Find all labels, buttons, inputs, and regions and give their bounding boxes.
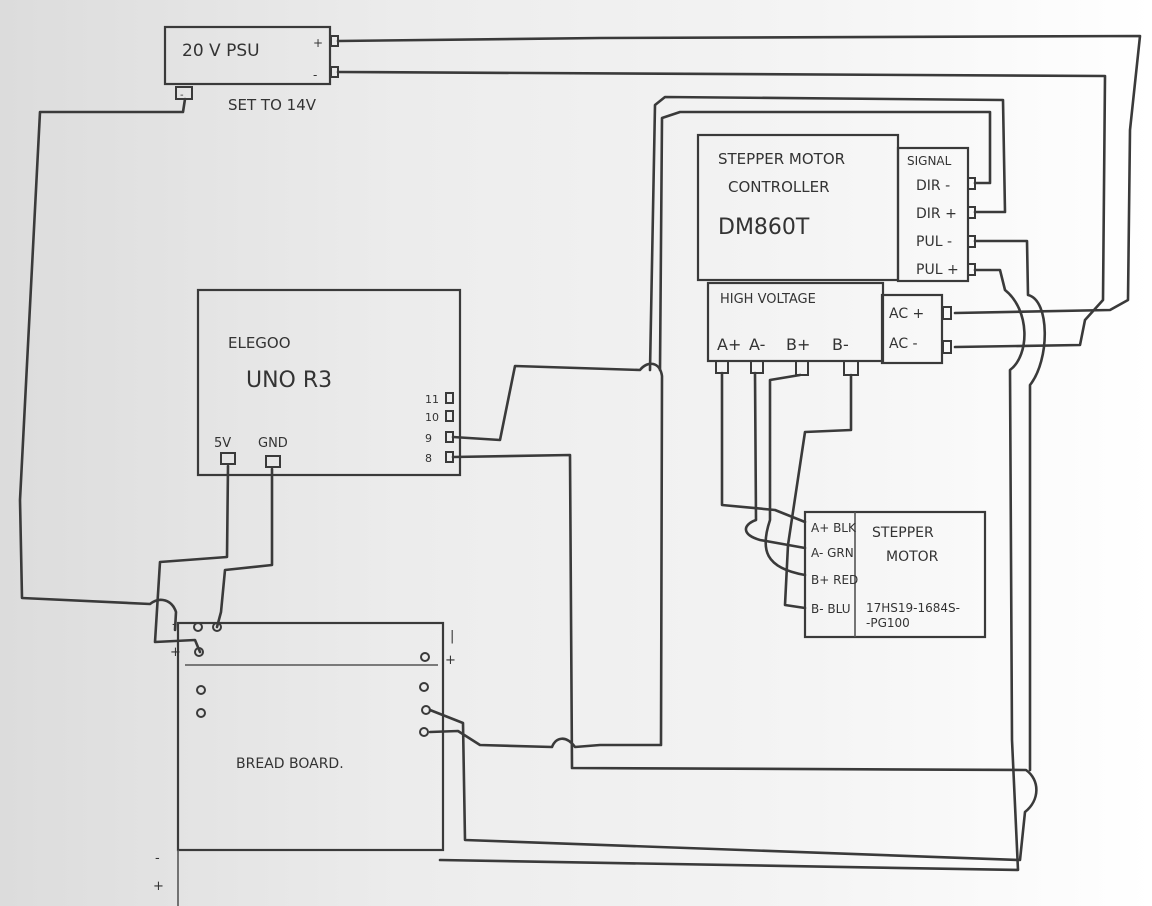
controller-line1: STEPPER MOTOR bbox=[718, 150, 845, 168]
arduino-line2: UNO R3 bbox=[246, 368, 332, 393]
motor-line1: STEPPER bbox=[872, 525, 934, 541]
wire-motor-b-plus bbox=[764, 373, 807, 577]
controller-ac-plus: AC + bbox=[889, 306, 924, 322]
psu-ground-label: - bbox=[180, 90, 184, 101]
controller-hv-header: HIGH VOLTAGE bbox=[720, 292, 816, 307]
breadboard-block: BREAD BOARD. - + | + - + bbox=[153, 617, 456, 906]
controller-signal-pul-minus: PUL - bbox=[916, 234, 952, 250]
wire-pin-8 bbox=[428, 453, 1038, 862]
psu-title: 20 V PSU bbox=[182, 41, 260, 61]
wire-dir-minus bbox=[658, 110, 992, 372]
terminal-a-minus bbox=[750, 360, 764, 374]
wire-motor-a-minus bbox=[744, 371, 807, 550]
terminal-a-plus bbox=[715, 360, 729, 374]
arduino-pin-10: 10 bbox=[425, 411, 439, 424]
arduino-line1: ELEGOO bbox=[228, 334, 291, 352]
terminal-b-minus bbox=[843, 360, 859, 376]
psu-note: SET TO 14V bbox=[228, 96, 317, 114]
controller-pin-b-minus: B- bbox=[832, 335, 849, 354]
motor-wire-a-plus: A+ BLK bbox=[811, 521, 857, 535]
motor-block: STEPPER MOTOR 17HS19-1684S- -PG100 A+ BL… bbox=[803, 510, 987, 639]
motor-wire-b-minus: B- BLU bbox=[811, 602, 850, 616]
controller-pin-a-plus: A+ bbox=[717, 335, 741, 354]
psu-block: 20 V PSU + - - SET TO 14V bbox=[163, 25, 339, 114]
controller-block: STEPPER MOTOR CONTROLLER DM860T SIGNAL D… bbox=[696, 133, 976, 376]
controller-signal-header: SIGNAL bbox=[907, 154, 952, 168]
controller-pin-b-plus: B+ bbox=[786, 335, 810, 354]
wire-pin-9 bbox=[428, 362, 664, 749]
arduino-header-11 bbox=[445, 392, 454, 404]
controller-pin-a-minus: A- bbox=[749, 335, 765, 354]
controller-signal-dir-minus: DIR - bbox=[916, 178, 950, 194]
arduino-pin-9: 9 bbox=[425, 432, 432, 445]
breadboard-label: BREAD BOARD. bbox=[236, 756, 344, 772]
controller-ac-minus: AC - bbox=[889, 336, 918, 352]
wire-dir-plus bbox=[648, 95, 1007, 372]
motor-model-line2: -PG100 bbox=[866, 616, 910, 630]
arduino-block: ELEGOO UNO R3 11 10 9 8 5V GND bbox=[196, 288, 462, 477]
psu-ground-terminal bbox=[175, 86, 193, 100]
arduino-gnd-label: GND bbox=[258, 436, 288, 451]
wires bbox=[18, 34, 1142, 872]
terminal-ac-minus bbox=[942, 340, 952, 354]
terminal-ac-plus bbox=[942, 306, 952, 320]
wire-pul-plus bbox=[438, 268, 1026, 872]
breadboard-bottom-minus: - bbox=[155, 851, 160, 866]
psu-plus-label: + bbox=[313, 36, 323, 50]
arduino-box bbox=[196, 288, 462, 477]
terminal-b-plus bbox=[795, 360, 809, 376]
motor-wire-b-plus: B+ RED bbox=[811, 573, 858, 587]
controller-line2: CONTROLLER bbox=[728, 178, 830, 196]
wire-5v bbox=[153, 464, 230, 654]
motor-wire-a-minus: A- GRN bbox=[811, 546, 854, 560]
controller-ac-box bbox=[880, 293, 944, 365]
wire-motor-a-plus bbox=[720, 371, 807, 524]
psu-box bbox=[163, 25, 332, 86]
arduino-gnd-pin bbox=[265, 455, 281, 468]
controller-signal-pul-plus: PUL + bbox=[916, 262, 959, 278]
breadboard-right-minus: | bbox=[450, 629, 454, 644]
wire-psu-minus bbox=[336, 70, 1107, 349]
wire-pul-minus bbox=[973, 239, 1046, 772]
wire-gnd bbox=[215, 467, 274, 629]
breadboard-holes bbox=[193, 622, 431, 737]
breadboard-top-plus: + bbox=[170, 645, 181, 660]
wire-motor-b-minus bbox=[783, 373, 853, 610]
arduino-pin-8: 8 bbox=[425, 452, 432, 465]
arduino-5v-label: 5V bbox=[214, 436, 231, 451]
controller-signal-dir-plus: DIR + bbox=[916, 206, 957, 222]
controller-model: DM860T bbox=[718, 215, 810, 240]
motor-model-line1: 17HS19-1684S- bbox=[866, 601, 960, 615]
psu-minus-label: - bbox=[313, 68, 317, 82]
motor-line2: MOTOR bbox=[886, 549, 939, 565]
breadboard-box bbox=[176, 621, 445, 852]
breadboard-bottom-plus: + bbox=[153, 879, 164, 894]
wire-psu-ground bbox=[18, 97, 187, 632]
arduino-pin-11: 11 bbox=[425, 393, 439, 406]
breadboard-right-plus: + bbox=[445, 653, 456, 668]
arduino-header-10 bbox=[445, 410, 454, 422]
arduino-5v-pin bbox=[220, 452, 236, 465]
wire-psu-plus bbox=[336, 34, 1142, 315]
